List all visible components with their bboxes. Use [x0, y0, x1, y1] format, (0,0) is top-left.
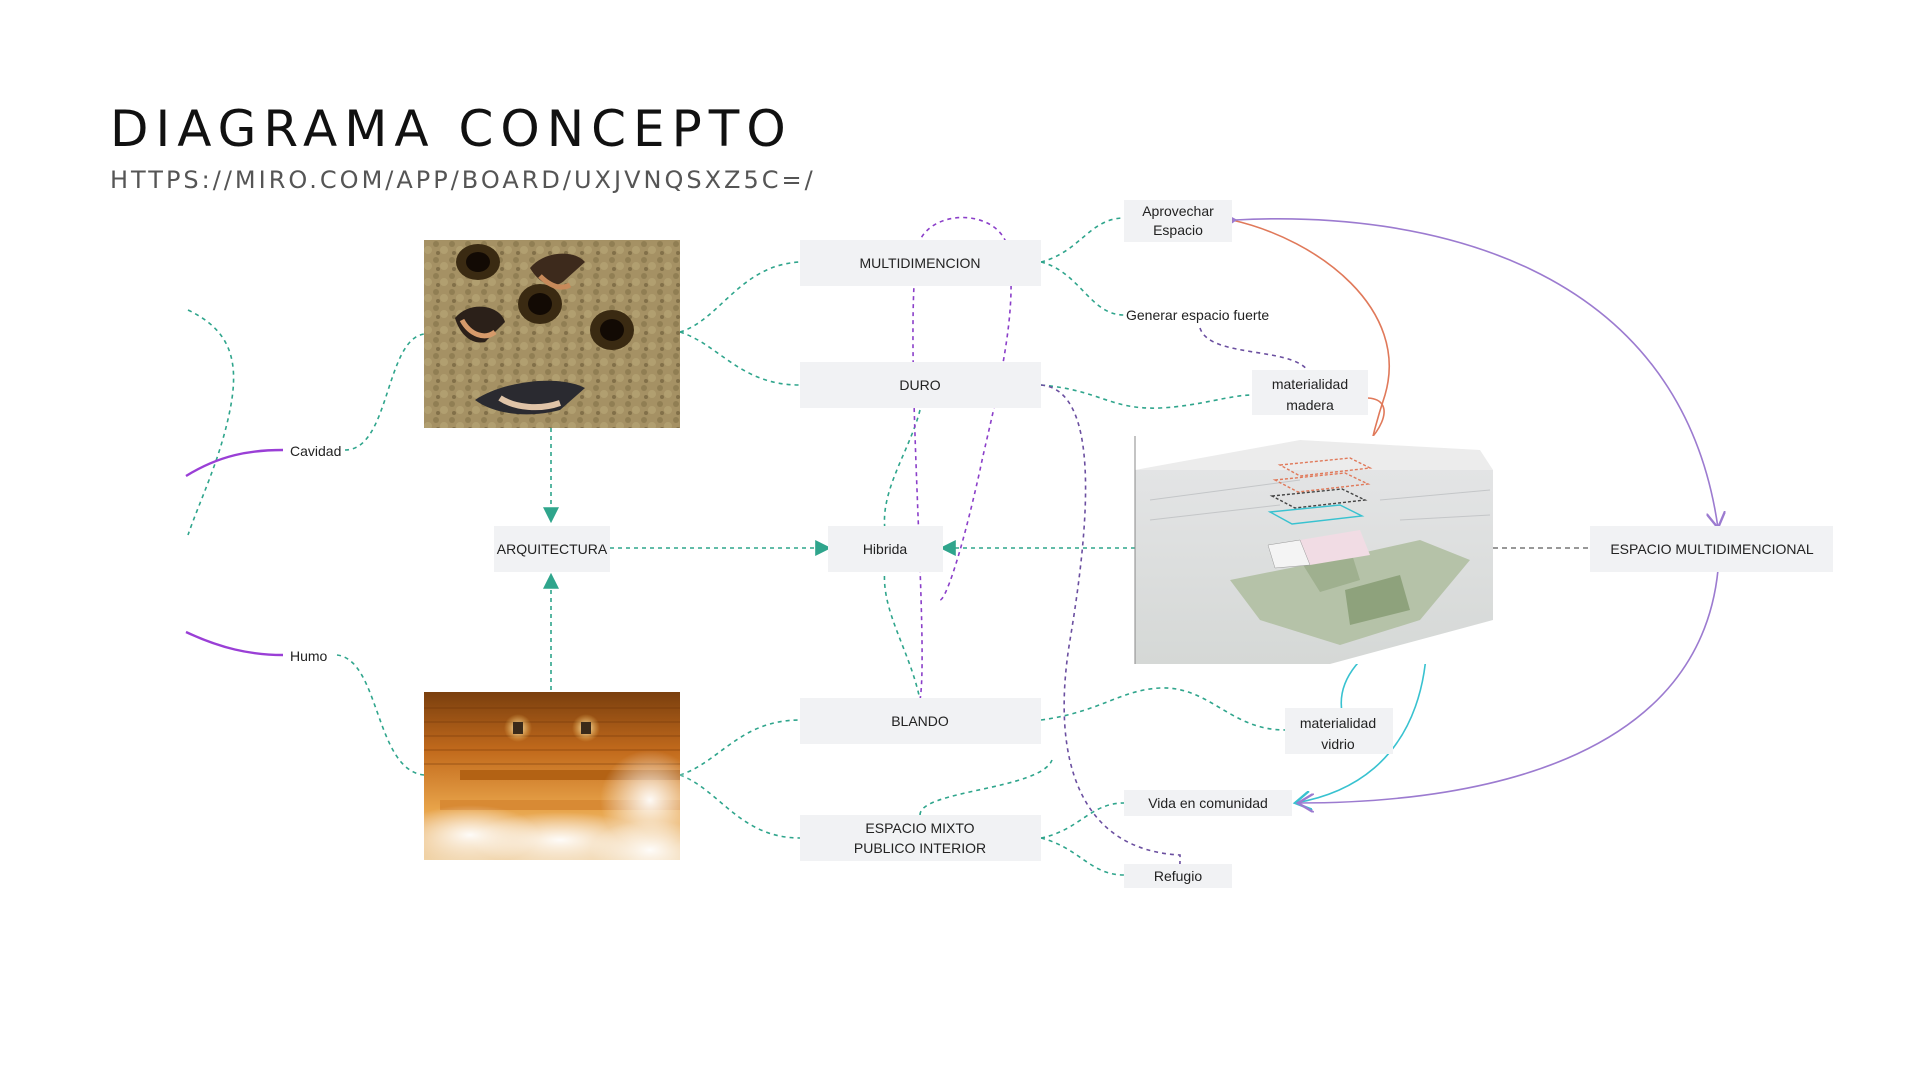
node-espacio-multidimensional[interactable]: ESPACIO MULTIDIMENCIONAL — [1590, 526, 1833, 572]
node-aprovechar-espacio[interactable]: Aprovechar Espacio — [1124, 200, 1232, 242]
board-url[interactable]: HTTPS://MIRO.COM/APP/BOARD/UXJVNQSXZ5C=/ — [110, 166, 816, 194]
connector-sauna-blando — [679, 719, 801, 776]
node-vida-en-comunidad[interactable]: Vida en comunidad — [1124, 790, 1292, 816]
connector-humo-sauna — [336, 654, 425, 776]
architecture-render-image[interactable] — [1134, 436, 1493, 664]
node-generar-espacio[interactable]: Generar espacio fuerte — [1126, 307, 1269, 323]
node-espacio-mixto-line2: PUBLICO INTERIOR — [854, 840, 986, 856]
connector-birds-duro — [679, 331, 801, 386]
node-cavidad-label: Cavidad — [290, 443, 341, 459]
node-refugio-label: Refugio — [1154, 868, 1202, 884]
node-duro[interactable]: DURO — [800, 362, 1041, 408]
connector-generar-madera — [1199, 327, 1311, 376]
birds-nest-image[interactable] — [424, 240, 680, 428]
node-humo[interactable]: Humo — [290, 648, 328, 664]
node-hibrida-label: Hibrida — [863, 541, 908, 557]
node-espacio-mixto-line1: ESPACIO MIXTO — [865, 820, 974, 836]
node-vidrio-line1: materialidad — [1300, 715, 1376, 731]
connector-sauna-mixto — [679, 774, 801, 839]
connector-humo-parent — [185, 630, 284, 657]
node-arquitectura[interactable]: ARQUITECTURA — [494, 526, 610, 572]
connector-multi-aprovechar — [1040, 217, 1125, 263]
connector-birds-multi — [679, 261, 801, 333]
node-materialidad-madera[interactable]: materialidad madera — [1252, 370, 1368, 415]
node-cavidad[interactable]: Cavidad — [290, 443, 341, 459]
node-madera-line2: madera — [1286, 397, 1334, 413]
node-duro-label: DURO — [899, 377, 940, 393]
connector-cavidad-parent — [185, 448, 284, 478]
connector-mixto-vida — [1040, 802, 1125, 839]
node-vida-label: Vida en comunidad — [1148, 795, 1268, 811]
connector-purple-loop — [912, 216, 1012, 701]
node-materialidad-vidrio[interactable]: materialidad vidrio — [1285, 708, 1393, 754]
node-arquitectura-label: ARQUITECTURA — [497, 541, 608, 557]
connector-duro-hibrida — [883, 409, 921, 531]
node-vidrio-line2: vidrio — [1321, 736, 1355, 752]
connector-cavidad-birds — [344, 333, 425, 451]
connector-mixto-blando — [919, 759, 1053, 816]
node-blando-label: BLANDO — [891, 713, 949, 729]
connector-hibrida-blando — [883, 567, 921, 701]
page-title: DIAGRAMA CONCEPTO — [110, 100, 793, 158]
node-generar-label: Generar espacio fuerte — [1126, 307, 1269, 323]
node-humo-label: Humo — [290, 648, 328, 664]
connector-espacio-vida — [1298, 570, 1718, 803]
node-multidimencion[interactable]: MULTIDIMENCION — [800, 240, 1041, 286]
node-aprovechar-line1: Aprovechar — [1142, 203, 1214, 219]
node-hibrida[interactable]: Hibrida — [828, 526, 943, 572]
node-espacio-mixto[interactable]: ESPACIO MIXTO PUBLICO INTERIOR — [800, 815, 1041, 861]
connector-left-partial — [187, 309, 235, 536]
connector-duro-madera — [1040, 384, 1253, 409]
connector-aprovechar-espacio — [1235, 219, 1718, 528]
node-espacio-multidimensional-label: ESPACIO MULTIDIMENCIONAL — [1610, 541, 1814, 557]
connector-multi-generar — [1040, 261, 1125, 316]
node-madera-line1: materialidad — [1272, 376, 1348, 392]
sauna-image[interactable] — [400, 692, 710, 880]
node-multidimencion-label: MULTIDIMENCION — [859, 255, 980, 271]
node-refugio[interactable]: Refugio — [1124, 864, 1232, 888]
node-aprovechar-line2: Espacio — [1153, 222, 1203, 238]
node-blando[interactable]: BLANDO — [800, 698, 1041, 744]
connector-mixto-refugio — [1040, 837, 1125, 876]
connector-blando-vidrio — [1040, 687, 1286, 731]
